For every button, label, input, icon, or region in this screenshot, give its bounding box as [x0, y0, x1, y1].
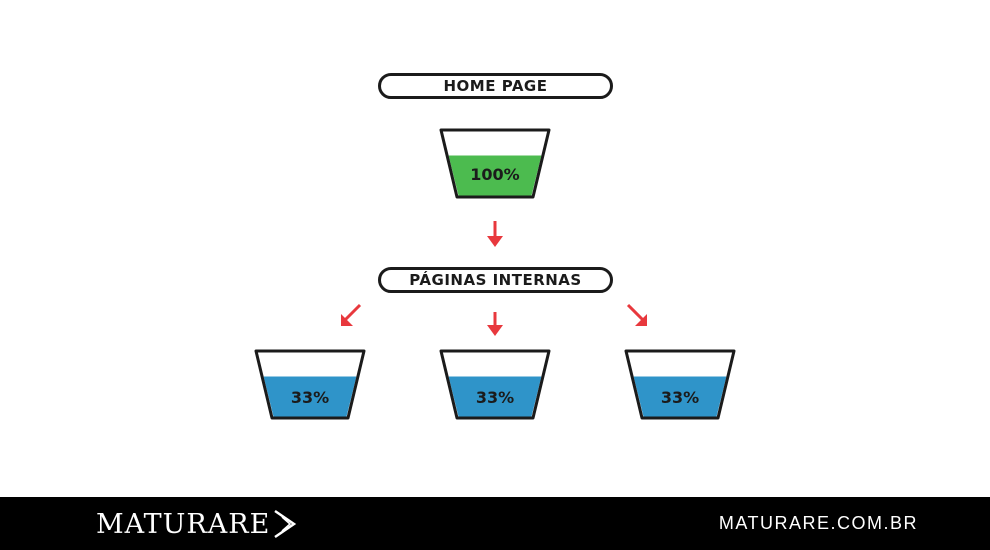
internal-cup-graphic — [624, 349, 736, 420]
internal-page-cup: 33% — [254, 349, 366, 421]
footer-bar: MATURARE MATURARE.COM.BR — [0, 497, 990, 550]
internal-cup-outline — [439, 349, 551, 420]
home-cup-percent: 100% — [470, 165, 520, 184]
brand-logo[interactable]: MATURARE — [96, 506, 298, 542]
brand-arrow-icon — [274, 509, 297, 539]
internal-cup-fill — [633, 376, 727, 417]
home-cup-graphic — [439, 128, 551, 199]
internal-cup-graphic — [254, 349, 366, 420]
home-page-label: HOME PAGE — [378, 73, 613, 99]
home-cup-outline — [439, 128, 551, 199]
internal-cup-graphic — [439, 349, 551, 420]
arrow-down-right-icon — [625, 302, 649, 332]
internal-cup-outline — [624, 349, 736, 420]
internal-page-cup: 33% — [439, 349, 551, 421]
internal-cup-fill — [263, 376, 357, 417]
internal-cup-percent: 33% — [475, 388, 515, 407]
internal-cup-percent: 33% — [660, 388, 700, 407]
internal-cup-outline — [254, 349, 366, 420]
internal-cup-percent: 33% — [290, 388, 330, 407]
home-cup-fill — [448, 155, 542, 196]
arrow-down-icon — [483, 310, 507, 340]
internal-cup-fill — [448, 376, 542, 417]
site-url-link[interactable]: MATURARE.COM.BR — [718, 513, 918, 533]
brand-name: MATURARE — [96, 508, 271, 540]
arrow-down-left-icon — [339, 302, 363, 332]
home-page-cup: 100% — [439, 128, 551, 200]
internal-page-cup: 33% — [624, 349, 736, 421]
arrow-down-icon — [483, 219, 507, 249]
internal-pages-label: PÁGINAS INTERNAS — [378, 267, 613, 293]
